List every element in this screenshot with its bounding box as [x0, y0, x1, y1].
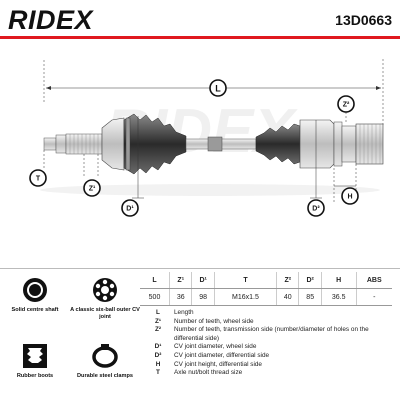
- spec-value-row: 500 36 98 M16x1.5 40 85 36.5 -: [140, 288, 392, 306]
- t-dimension: T: [29, 150, 47, 187]
- legend-desc: CV joint height, differential side: [174, 360, 262, 368]
- marker-D2: D²: [312, 206, 320, 213]
- legend-key: D²: [154, 351, 162, 359]
- legend-key: Z¹: [154, 317, 162, 325]
- header-bar: RIDEX 13D0663: [0, 0, 400, 40]
- legend-item: Z² Number of teeth, transmission side (n…: [150, 326, 395, 343]
- spec-value: 36.5: [321, 288, 357, 306]
- brand-logo: RIDEX: [8, 5, 94, 35]
- legend-key: D¹: [154, 343, 162, 351]
- feature-caption: Rubber boots: [16, 373, 54, 379]
- spec-header: Z¹: [169, 272, 193, 289]
- h-dimension: H: [333, 164, 359, 205]
- legend-key: H: [155, 360, 161, 368]
- header-accent-line: [0, 36, 400, 39]
- spec-header: D²: [298, 272, 322, 289]
- legend-desc: CV joint diameter, differential side: [174, 351, 270, 359]
- spec-value: 40: [276, 288, 300, 306]
- feature-cv-joint: A classic six-ball outer CV joint: [70, 276, 140, 321]
- marker-Z1: Z¹: [89, 186, 96, 193]
- feature-caption: Durable steel clamps: [77, 373, 133, 379]
- legend-desc: CV joint diameter, wheel side: [174, 343, 257, 351]
- legend-item: Z¹ Number of teeth, wheel side: [150, 318, 395, 327]
- feature-caption: A classic six-ball outer CV joint: [70, 307, 140, 320]
- legend-desc: Number of teeth, wheel side: [174, 317, 254, 325]
- feature-rubber-boots: Rubber boots: [0, 342, 70, 380]
- legend-item: H CV joint height, differential side: [150, 361, 395, 370]
- feature-solid-shaft: Solid centre shaft: [0, 276, 70, 314]
- legend-item: L Length: [150, 309, 395, 318]
- legend-desc: Length: [174, 309, 194, 316]
- spec-header: ABS: [356, 272, 392, 289]
- legend-desc: Axle nut/bolt thread size: [174, 369, 243, 377]
- spec-header: H: [321, 272, 357, 289]
- legend-list: L Length Z¹ Number of teeth, wheel side …: [150, 309, 395, 378]
- legend-key: T: [156, 369, 160, 377]
- section-divider: [0, 268, 400, 269]
- z1-dimension: Z¹: [83, 154, 101, 197]
- feature-caption: Solid centre shaft: [11, 307, 59, 313]
- legend-item: T Axle nut/bolt thread size: [150, 369, 395, 378]
- rubber-boot-icon: [23, 344, 47, 368]
- drive-shaft-diagram: RIDEX L: [29, 58, 384, 217]
- legend-item: D¹ CV joint diameter, wheel side: [150, 343, 395, 352]
- spec-value: 98: [191, 288, 215, 306]
- spec-value: -: [356, 288, 392, 306]
- legend-key: Z²: [154, 326, 162, 334]
- marker-D1: D¹: [126, 206, 134, 213]
- spec-value: 85: [298, 288, 322, 306]
- d2-dimension: D²: [307, 120, 325, 217]
- six-ball-cv-joint-icon: [93, 278, 117, 302]
- part-number: 13D0663: [335, 12, 392, 28]
- spec-value: 500: [140, 288, 170, 306]
- spec-table: L Z¹ D¹ T Z² D² H ABS 500 36 98 M16x1.5 …: [140, 272, 392, 306]
- spec-value: 36: [169, 288, 193, 306]
- marker-T: T: [36, 176, 41, 183]
- marker-Z2: Z²: [343, 102, 350, 109]
- spec-header: T: [214, 272, 278, 289]
- spec-value: M16x1.5: [214, 288, 278, 306]
- z2-dimension: Z²: [337, 95, 355, 124]
- spec-header-row: L Z¹ D¹ T Z² D² H ABS: [140, 272, 392, 289]
- spec-header: Z²: [276, 272, 300, 289]
- feature-steel-clamps: Durable steel clamps: [70, 342, 140, 380]
- marker-L: L: [215, 84, 221, 94]
- shaft-cross-section-icon: [23, 278, 47, 302]
- legend-item: D² CV joint diameter, differential side: [150, 352, 395, 361]
- feature-grid: Solid centre shaft A classic six-ball ou…: [0, 270, 140, 400]
- legend-desc: Number of teeth, transmission side (numb…: [174, 326, 369, 342]
- steel-clamp-icon: [92, 344, 118, 368]
- marker-H: H: [347, 194, 352, 201]
- spec-header: L: [140, 272, 170, 289]
- d1-dimension: D¹: [121, 116, 144, 217]
- spec-header: D¹: [191, 272, 215, 289]
- length-dimension: L: [43, 58, 384, 125]
- legend-key: L: [156, 309, 160, 316]
- drive-shaft: [40, 113, 384, 196]
